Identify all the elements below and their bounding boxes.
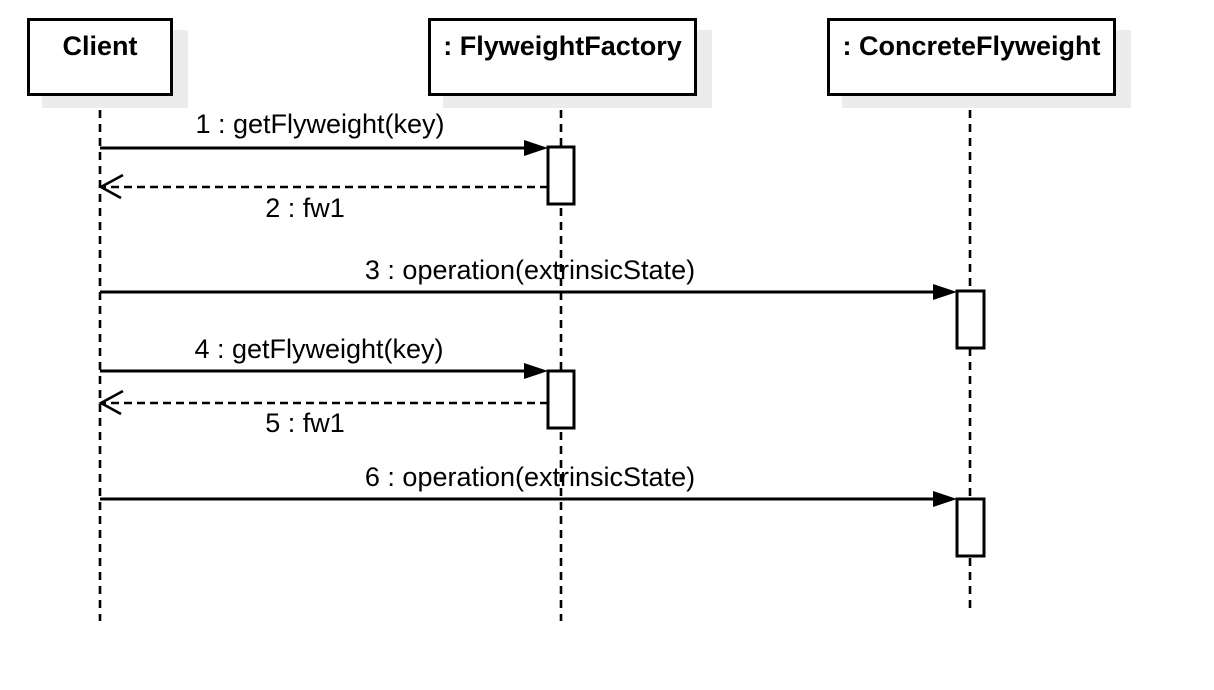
- activation-bar-concrete-1: [955, 289, 986, 350]
- actor-label: : ConcreteFlyweight: [842, 31, 1101, 61]
- open-arrowhead-icon: [98, 173, 124, 200]
- solid-arrowhead-icon: [524, 363, 548, 379]
- solid-arrowhead-icon: [524, 140, 548, 156]
- actor-label: : FlyweightFactory: [443, 31, 682, 61]
- activation-bar-factory-1: [546, 145, 576, 206]
- open-arrowhead-icon: [98, 389, 124, 416]
- message-3-label: 3 : operation(extrinsicState): [364, 255, 696, 285]
- actor-box-concreteflyweight: : ConcreteFlyweight: [827, 18, 1116, 96]
- message-4-label: 4 : getFlyweight(key): [194, 334, 444, 364]
- activation-bar-factory-2: [546, 369, 576, 430]
- solid-arrowhead-icon: [933, 491, 957, 507]
- actor-box-flyweightfactory: : FlyweightFactory: [428, 18, 697, 96]
- actor-label: Client: [62, 31, 138, 61]
- actor-box-client: Client: [27, 18, 173, 96]
- message-2-label: 2 : fw1: [265, 193, 345, 223]
- message-5-label: 5 : fw1: [265, 408, 345, 438]
- message-1-label: 1 : getFlyweight(key): [195, 109, 445, 139]
- solid-arrowhead-icon: [933, 284, 957, 300]
- message-6-label: 6 : operation(extrinsicState): [364, 462, 696, 492]
- activation-bar-concrete-2: [955, 497, 986, 558]
